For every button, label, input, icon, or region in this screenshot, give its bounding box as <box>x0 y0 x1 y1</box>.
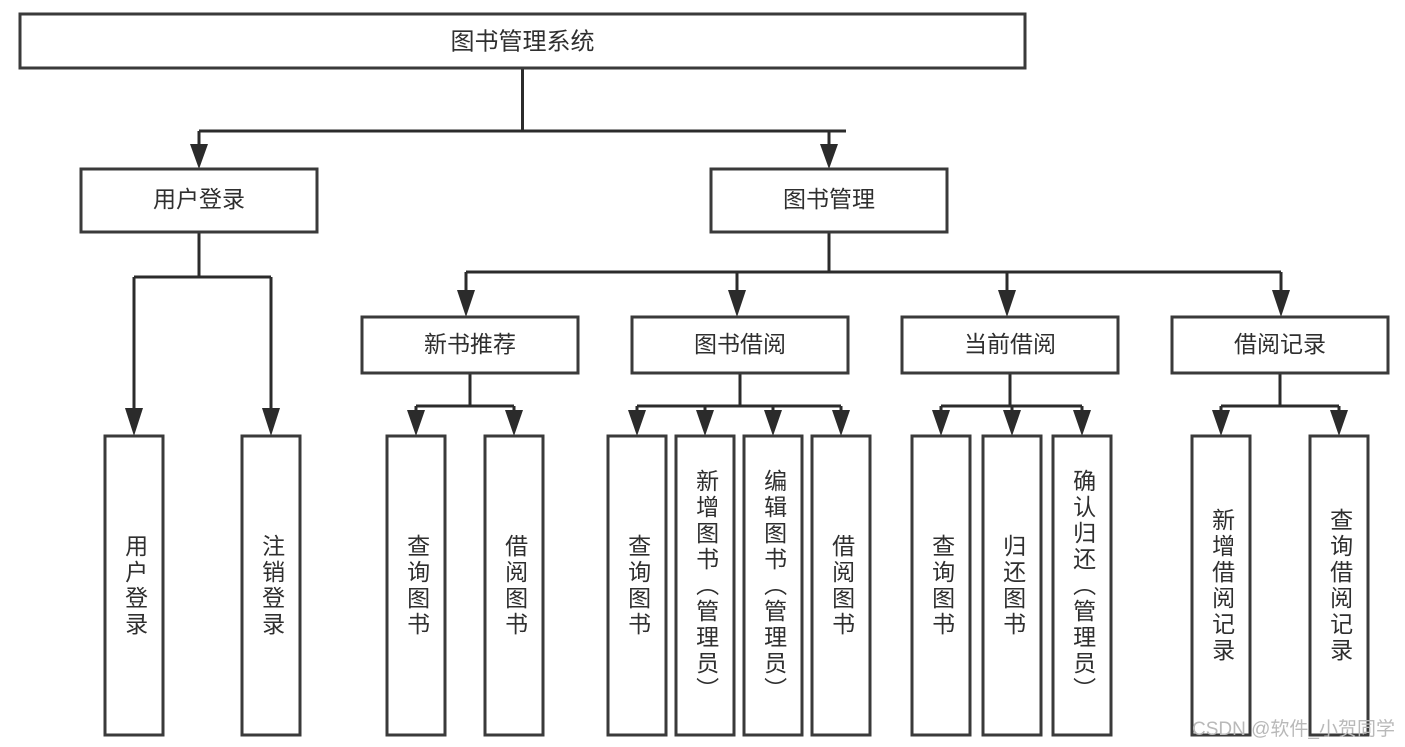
leaf-query-record-box[interactable] <box>1308 434 1370 737</box>
leaf-query-book-borrow-box[interactable] <box>606 434 668 737</box>
leaf-return-book-box[interactable] <box>981 434 1043 737</box>
arrow-head-book-borrow <box>728 290 746 317</box>
arrow-head-book-manage <box>820 144 838 169</box>
node-book-manage[interactable]: 图书管理 <box>709 167 949 234</box>
node-new-book-recommend[interactable]: 新书推荐 <box>360 315 580 375</box>
leaf-add-record-box[interactable] <box>1190 434 1252 737</box>
arrow-head-leaf-borrow-book <box>832 410 850 436</box>
connector-group-root <box>190 68 846 169</box>
connector-group-borrow-record <box>1212 373 1348 436</box>
node-new-book-recommend-box[interactable] <box>360 315 580 375</box>
node-borrow-record-label: 借阅记录 <box>1234 331 1326 357</box>
leaf-confirm-return-box[interactable] <box>1051 434 1113 737</box>
arrow-head-leaf-query-book-current <box>932 410 950 436</box>
leaf-query-book-current-box[interactable] <box>910 434 972 737</box>
node-root-label: 图书管理系统 <box>451 28 595 55</box>
node-book-borrow-label: 图书借阅 <box>694 331 786 357</box>
arrow-head-leaf-logout <box>262 408 280 436</box>
arrow-head-leaf-query-book-new <box>407 410 425 436</box>
node-borrow-record-box[interactable] <box>1170 315 1390 375</box>
arrow-head-borrow-record <box>1272 290 1290 317</box>
node-current-borrow-box[interactable] <box>900 315 1120 375</box>
leaf-query-book-new-box[interactable] <box>385 434 447 737</box>
node-new-book-recommend-label: 新书推荐 <box>424 331 516 357</box>
arrow-head-leaf-user-login <box>125 408 143 436</box>
node-root-box[interactable] <box>18 12 1027 70</box>
node-root[interactable]: 图书管理系统 <box>18 12 1027 70</box>
leaf-add-book-box[interactable] <box>674 434 736 737</box>
leaf-user-login-box[interactable] <box>103 434 165 737</box>
node-user-login-box[interactable] <box>79 167 319 234</box>
connector-group-user-login <box>125 232 280 436</box>
arrow-head-leaf-edit-book <box>764 410 782 436</box>
node-book-manage-label: 图书管理 <box>783 186 875 212</box>
leaf-logout-box[interactable] <box>240 434 302 737</box>
leaf-box-group <box>103 434 1370 737</box>
connector-group-book-borrow <box>628 373 850 436</box>
arrow-head-leaf-query-record <box>1330 410 1348 436</box>
csdn-watermark: CSDN @软件_小贺同学 <box>1192 719 1395 740</box>
leaf-edit-book-box[interactable] <box>742 434 804 737</box>
node-current-borrow[interactable]: 当前借阅 <box>900 315 1120 375</box>
arrow-head-leaf-add-book <box>696 410 714 436</box>
connector-group-current-borrow <box>932 373 1091 436</box>
node-book-borrow-box[interactable] <box>630 315 850 375</box>
leaf-borrow-book-box[interactable] <box>810 434 872 737</box>
arrow-head-current-borrow <box>998 290 1016 317</box>
arrow-head-leaf-borrow-book-new <box>505 410 523 436</box>
arrow-head-leaf-add-record <box>1212 410 1230 436</box>
arrow-head-leaf-return-book <box>1003 410 1021 436</box>
node-book-manage-box[interactable] <box>709 167 949 234</box>
node-user-login-label: 用户登录 <box>153 186 245 212</box>
arrow-head-new-book-recommend <box>457 290 475 317</box>
node-borrow-record[interactable]: 借阅记录 <box>1170 315 1390 375</box>
arrow-head-leaf-query-book-borrow <box>628 410 646 436</box>
leaf-borrow-book-new-box[interactable] <box>483 434 545 737</box>
arrow-head-leaf-confirm-return <box>1073 410 1091 436</box>
arrow-head-user-login <box>190 144 208 169</box>
node-user-login[interactable]: 用户登录 <box>79 167 319 234</box>
node-book-borrow[interactable]: 图书借阅 <box>630 315 850 375</box>
node-current-borrow-label: 当前借阅 <box>964 331 1056 357</box>
connector-group-book-manage <box>457 232 1290 317</box>
connector-group-new-book-recommend <box>407 373 523 436</box>
